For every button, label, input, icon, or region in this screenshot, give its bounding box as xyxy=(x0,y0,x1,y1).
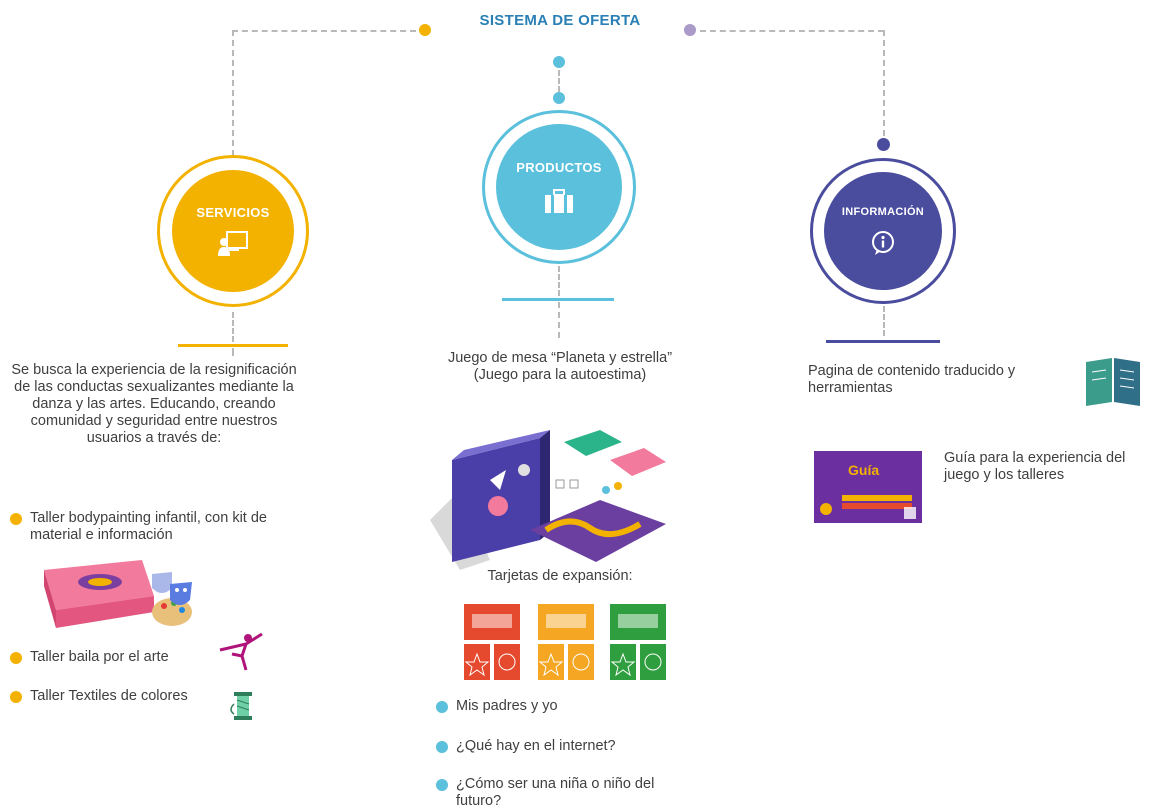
bullet-dot xyxy=(436,779,448,791)
diagram-title: SISTEMA DE OFERTA xyxy=(479,12,641,29)
informacion-page-text: Pagina de contenido traducido y herramie… xyxy=(808,363,1016,396)
productos-item-label: ¿Qué hay en el internet? xyxy=(456,738,616,754)
productos-item-label: ¿Cómo ser una niña o niño del futuro? xyxy=(456,776,655,809)
guide-cover-image xyxy=(814,451,922,523)
servicios-stem-lower xyxy=(232,348,234,356)
bullet-dot xyxy=(10,513,22,525)
productos-item-internet: ¿Qué hay en el internet? xyxy=(436,738,676,755)
informacion-top-dot xyxy=(877,138,890,151)
productos-second-dot xyxy=(553,92,565,104)
servicios-item-bodypainting: Taller bodypainting infantil, con kit de… xyxy=(10,510,280,544)
productos-circle[interactable]: PRODUCTOS xyxy=(496,124,622,250)
left-connector-line xyxy=(232,30,416,32)
expansion-title: Tarjetas de expansión: xyxy=(487,568,633,584)
informacion-connector-dot xyxy=(684,24,696,36)
productos-underline xyxy=(502,298,614,301)
servicios-item-label: Taller Textiles de colores xyxy=(30,688,188,704)
informacion-ring xyxy=(810,158,956,304)
servicios-label: SERVICIOS xyxy=(196,204,270,220)
guide-cover-title: Guía xyxy=(848,462,880,478)
thread-spool-icon xyxy=(228,690,258,722)
productos-connector-drop xyxy=(558,70,560,92)
servicios-connector-dot xyxy=(419,24,431,36)
expansion-cards-image xyxy=(464,604,668,680)
servicios-stem xyxy=(232,312,234,342)
servicios-description: Se busca la experiencia de la resignific… xyxy=(11,362,297,446)
informacion-guide-text: Guía para la experiencia del juego y los… xyxy=(944,450,1126,483)
productos-ring xyxy=(482,110,636,264)
servicios-ring xyxy=(157,155,309,307)
bullet-dot xyxy=(436,741,448,753)
informacion-connector-drop xyxy=(883,30,885,136)
servicios-item-label: Taller baila por el arte xyxy=(30,649,169,665)
informacion-underline xyxy=(826,340,940,343)
servicios-item-textiles: Taller Textiles de colores xyxy=(10,688,250,705)
informacion-label: INFORMACIÓN xyxy=(841,206,925,218)
briefcase-icon xyxy=(543,188,575,215)
productos-description: Juego de mesa “Planeta y estrella” (Jueg… xyxy=(447,350,673,383)
theater-masks-icon xyxy=(150,570,194,612)
presentation-icon xyxy=(217,230,249,258)
servicios-underline xyxy=(178,344,288,347)
board-game-image xyxy=(430,420,670,570)
bullet-dot xyxy=(10,652,22,664)
info-bubble-icon xyxy=(870,230,896,256)
open-book-icon xyxy=(1084,356,1142,406)
productos-label: PRODUCTOS xyxy=(516,159,602,175)
informacion-circle[interactable]: INFORMACIÓN xyxy=(824,172,942,290)
bullet-dot xyxy=(10,691,22,703)
dancer-icon xyxy=(218,632,264,672)
servicios-item-baila: Taller baila por el arte xyxy=(10,649,230,666)
servicios-item-label: Taller bodypainting infantil, con kit de… xyxy=(30,510,267,543)
productos-item-label: Mis padres y yo xyxy=(456,698,558,714)
right-connector-line xyxy=(700,30,884,32)
productos-stem-lower xyxy=(558,302,560,338)
productos-top-dot xyxy=(553,56,565,68)
productos-item-futuro: ¿Cómo ser una niña o niño del futuro? xyxy=(436,776,656,810)
servicios-connector-drop xyxy=(232,30,234,156)
servicios-circle[interactable]: SERVICIOS xyxy=(172,170,294,292)
bullet-dot xyxy=(436,701,448,713)
informacion-stem xyxy=(883,306,885,336)
productos-item-padres: Mis padres y yo xyxy=(436,698,676,715)
bodypainting-kit-image xyxy=(40,556,210,632)
productos-stem xyxy=(558,266,560,296)
